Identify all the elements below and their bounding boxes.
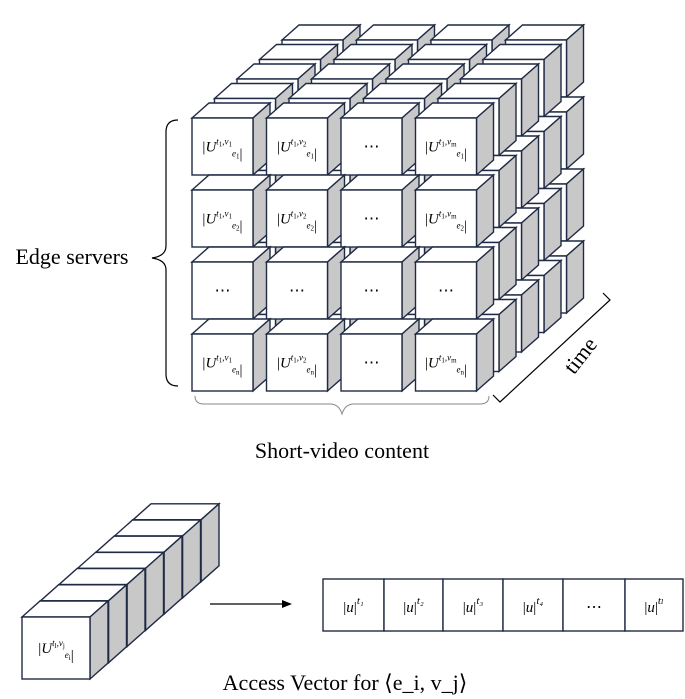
cube-cell: |Ut1,v2e1| [264, 101, 347, 177]
cube-cell: ⋯ [339, 317, 421, 393]
cube-cell-label: ⋯ [364, 355, 380, 372]
time-label: time [558, 332, 602, 378]
cube-cell: ⋯ [264, 245, 347, 321]
edge-servers-label: Edge servers [15, 244, 128, 269]
data-cube: |Ut1,v1e1| |Ut1,v2e1| ⋯ |Ut1,vme1| |Ut1,v1e2… [190, 23, 586, 393]
short-video-content-label: Short-video content [255, 438, 429, 463]
cube-cell: ⋯ [190, 245, 272, 321]
cube-cell-label: ⋯ [438, 283, 454, 300]
cube-cell: ⋯ [339, 245, 421, 321]
cube-cell: |Ut1,v2en| [264, 317, 347, 393]
cube-cell-label: ⋯ [364, 283, 380, 300]
cube-cell: |Ut1,v1e1| [190, 101, 272, 177]
column-cell-label: |Utl,vjei| [38, 638, 74, 664]
cube-cell-label: ⋯ [364, 139, 380, 156]
vector-cell-label: |u|tₗ [644, 595, 663, 616]
vector-cell-label: ⋯ [586, 599, 602, 616]
cube-cell-label: ⋯ [289, 283, 305, 300]
column-cell: |Utl,vjei| [20, 599, 110, 681]
vector-cell: ⋯ [562, 578, 626, 632]
vector-cell-label: |u|t₁ [343, 595, 364, 616]
time-bracket [492, 292, 611, 403]
access-vector-caption: Access Vector for ⟨e_i, v_j⟩ [223, 670, 468, 695]
cube-cell-label: |Ut1,vme2| [425, 209, 467, 235]
vector-cell-label: |u|t₃ [463, 595, 484, 616]
cube-cell: ⋯ [413, 245, 496, 321]
vector-cell: |u|t₄ [502, 578, 564, 632]
short-video-content-brace [194, 395, 490, 416]
cube-cell-label: |Ut1,vme1| [425, 137, 467, 163]
vector-cell-label: |u|t₂ [403, 595, 424, 616]
arrow [210, 600, 292, 608]
cube-cell-label: |Ut1,v1e1| [202, 137, 242, 163]
vector-cell: |u|t₂ [383, 578, 444, 632]
vector-cell: |u|t₁ [322, 578, 385, 632]
cube-cell: |Ut1,vme1| [413, 101, 496, 177]
vector-cell: |u|t₃ [442, 578, 504, 632]
braces [151, 119, 611, 416]
cube-cell-label: |Ut1,v2e1| [277, 137, 317, 163]
cube-cell: ⋯ [339, 173, 421, 249]
cube-cell: |Ut1,v1en| [190, 317, 272, 393]
vector-cell-label: |u|t₄ [523, 595, 544, 616]
cube-cell: |Ut1,v1e2| [190, 173, 272, 249]
cube-cell-label: ⋯ [364, 211, 380, 228]
cube-cell-label: ⋯ [215, 283, 231, 300]
cube-cell-label: |Ut1,v1en| [202, 353, 242, 379]
vector-cell: |u|tₗ [624, 578, 684, 632]
access-column: |Utl,vjei| [20, 502, 221, 681]
cube-cell-label: |Ut1,v1e2| [202, 209, 242, 235]
cube-cell-label: |Ut1,vmen| [425, 353, 467, 379]
cube-cell: |Ut1,v2e2| [264, 173, 347, 249]
access-vector: |u|t₁ |u|t₂ |u|t₃ |u|t₄ ⋯ |u|tₗ [322, 578, 684, 632]
cube-cell-label: |Ut1,v2en| [277, 353, 317, 379]
cube-cell: ⋯ [339, 101, 421, 177]
arrow-head-icon [282, 600, 292, 608]
cube-cell: |Ut1,vmen| [413, 317, 496, 393]
cube-cell-label: |Ut1,v2e2| [277, 209, 317, 235]
cube-cell: |Ut1,vme2| [413, 173, 496, 249]
edge-servers-brace [151, 119, 179, 387]
